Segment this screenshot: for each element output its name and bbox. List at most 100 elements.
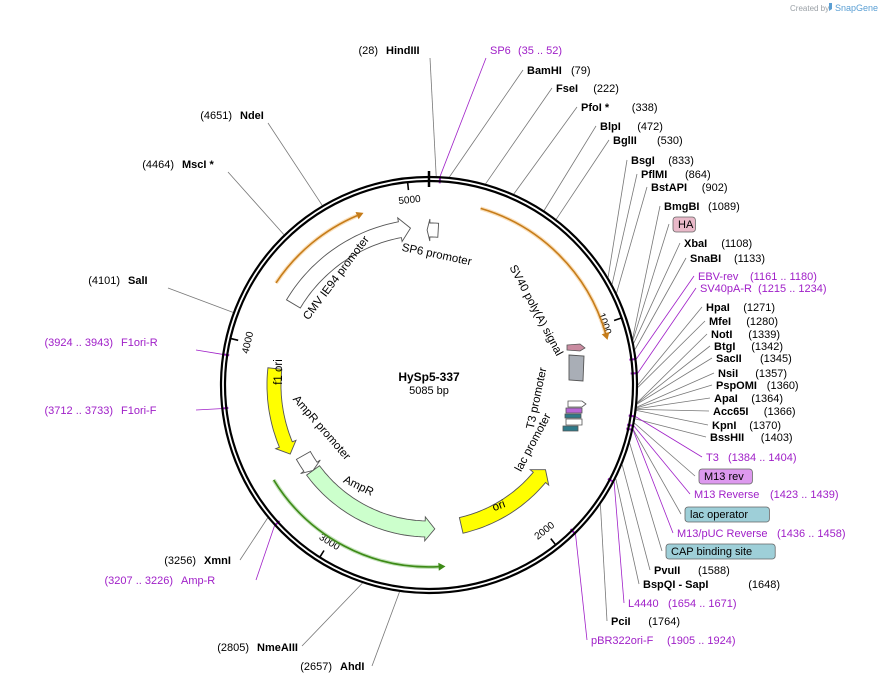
site-name: EBV-rev bbox=[698, 271, 739, 283]
site-label-bamhi[interactable]: BamHI(79) bbox=[527, 65, 591, 77]
tick-mark-3000 bbox=[319, 550, 325, 558]
leader-line bbox=[543, 125, 597, 211]
site-position: (338) bbox=[632, 102, 658, 114]
site-name: NsiI bbox=[718, 368, 738, 380]
feature-box bbox=[672, 216, 696, 233]
site-label-pcii[interactable]: PciI(1764) bbox=[611, 616, 680, 628]
site-label-fsei[interactable]: FseI(222) bbox=[556, 83, 619, 95]
feature-f1-ori bbox=[266, 367, 297, 455]
site-name: pBR322ori-F bbox=[591, 635, 654, 647]
feature-box bbox=[665, 543, 776, 560]
site-name: BstAPI bbox=[651, 182, 687, 194]
leader-line bbox=[239, 517, 269, 561]
site-label-snabi[interactable]: SnaBI(1133) bbox=[690, 253, 765, 265]
site-label-pflmi[interactable]: PflMI(864) bbox=[641, 169, 711, 181]
site-label-f1ori-r[interactable]: (3924 .. 3943)F1ori-R bbox=[45, 337, 158, 349]
site-name: MscI * bbox=[182, 159, 215, 171]
leader-line bbox=[575, 534, 588, 641]
site-name: SalI bbox=[128, 275, 148, 287]
site-label-ha[interactable]: HA bbox=[672, 216, 696, 233]
site-label-blpi[interactable]: BlpI(472) bbox=[600, 121, 663, 133]
leader-line bbox=[634, 257, 687, 350]
site-label-lac-operator[interactable]: lac operator bbox=[684, 506, 770, 523]
site-position: (3712 .. 3733) bbox=[45, 405, 114, 417]
tick-mark-1000 bbox=[613, 317, 622, 322]
site-name: PciI bbox=[611, 616, 631, 628]
site-label-ndei[interactable]: (4651)NdeI bbox=[200, 110, 264, 122]
site-label-pspomi[interactable]: PspOMI(1360) bbox=[716, 380, 799, 392]
site-name: HindIII bbox=[386, 45, 420, 57]
site-position: (1654 .. 1671) bbox=[668, 598, 737, 610]
site-name: BamHI bbox=[527, 65, 562, 77]
site-name: Amp-R bbox=[181, 575, 215, 587]
site-label-hpai[interactable]: HpaI(1271) bbox=[706, 302, 775, 314]
site-label-bsshii[interactable]: BssHII(1403) bbox=[710, 432, 793, 444]
site-name: BssHII bbox=[710, 432, 744, 444]
site-label-amp-r[interactable]: (3207 .. 3226)Amp-R bbox=[105, 575, 216, 587]
site-label-m13-rev[interactable]: M13 rev bbox=[698, 468, 753, 485]
leader-line bbox=[371, 591, 400, 667]
tick-label-4000: 4000 bbox=[240, 330, 256, 355]
site-label-nmeaiii[interactable]: (2805)NmeAIII bbox=[217, 642, 298, 654]
site-label-pvuii[interactable]: PvuII(1588) bbox=[654, 565, 730, 577]
site-name: BlpI bbox=[600, 121, 621, 133]
site-label-ahdi[interactable]: (2657)AhdI bbox=[300, 661, 364, 673]
site-label-pfoi[interactable]: PfoI * (338) bbox=[581, 102, 657, 114]
site-position: (1108) bbox=[721, 238, 752, 250]
feature-box-label: lac operator bbox=[690, 509, 748, 521]
site-label-sp6[interactable]: SP6(35 .. 52) bbox=[490, 45, 562, 57]
leader-line bbox=[636, 397, 711, 410]
feature-box-label: CAP binding site bbox=[671, 546, 752, 558]
leader-line bbox=[195, 408, 222, 411]
site-label-xmni[interactable]: (3256)XmnI bbox=[164, 555, 231, 567]
site-label-pbr322ori-f[interactable]: pBR322ori-F(1905 .. 1924) bbox=[591, 635, 736, 647]
site-name: PfoI * bbox=[581, 102, 610, 114]
site-name: NdeI bbox=[240, 110, 264, 122]
feature-box-label: M13 rev bbox=[704, 471, 744, 483]
site-label-mfei[interactable]: MfeI(1280) bbox=[709, 316, 778, 328]
site-label-xbai[interactable]: XbaI(1108) bbox=[684, 238, 752, 250]
site-label-m13-reverse[interactable]: M13 Reverse(1423 .. 1439) bbox=[694, 489, 839, 501]
site-label-t3[interactable]: T3(1384 .. 1404) bbox=[706, 452, 797, 464]
leader-line bbox=[600, 504, 608, 622]
site-name: PspOMI bbox=[716, 380, 757, 392]
arc-arrowhead bbox=[601, 332, 610, 340]
leader-line bbox=[629, 443, 663, 552]
site-label-nsii[interactable]: NsiI(1357) bbox=[718, 368, 787, 380]
site-name: KpnI bbox=[712, 420, 736, 432]
site-label-bstapi[interactable]: BstAPI(902) bbox=[651, 182, 727, 194]
plasmid-length: 5085 bp bbox=[409, 385, 449, 397]
site-label-f1ori-f[interactable]: (3712 .. 3733) F1ori-F bbox=[45, 405, 157, 417]
site-label-hindiii[interactable]: (28)HindIII bbox=[358, 45, 419, 57]
site-label-l4440[interactable]: L4440 (1654 .. 1671) bbox=[628, 598, 737, 610]
site-label-msci[interactable]: (4464)MscI * bbox=[142, 159, 214, 171]
site-label-bspqi-sapi[interactable]: BspQI - SapI(1648) bbox=[643, 579, 780, 591]
site-label-cap-binding-site[interactable]: CAP binding site bbox=[665, 543, 776, 560]
site-position: (1215 .. 1234) bbox=[758, 283, 827, 295]
feature-box bbox=[698, 468, 753, 485]
site-name: F1ori-F bbox=[121, 405, 157, 417]
site-label-apai[interactable]: ApaI(1364) bbox=[714, 393, 783, 405]
site-label-kpni[interactable]: KpnI(1370) bbox=[712, 420, 781, 432]
site-name: BglII bbox=[613, 135, 637, 147]
site-label-sali[interactable]: (4101)SalI bbox=[88, 275, 147, 287]
site-label-btgi[interactable]: BtgI(1342) bbox=[714, 341, 783, 353]
site-position: (35 .. 52) bbox=[518, 45, 562, 57]
site-name: PflMI bbox=[641, 169, 667, 181]
leader-line bbox=[615, 478, 640, 585]
site-label-ebv-rev[interactable]: EBV-rev(1161 .. 1180) bbox=[698, 271, 817, 283]
site-name: Acc65I bbox=[713, 406, 748, 418]
site-label-bsgi[interactable]: BsgI(833) bbox=[631, 155, 694, 167]
site-label-bmgbi[interactable]: BmgBI(1089) bbox=[664, 201, 740, 213]
site-label-sacii[interactable]: SacII(1345) bbox=[716, 353, 792, 365]
site-label-m13-puc-reverse[interactable]: M13/pUC Reverse(1436 .. 1458) bbox=[677, 528, 846, 540]
site-name: L4440 bbox=[628, 598, 659, 610]
site-label-acc65i[interactable]: Acc65I(1366) bbox=[713, 406, 796, 418]
site-label-noti[interactable]: NotI(1339) bbox=[711, 329, 780, 341]
site-label-sv40pa-r[interactable]: SV40pA-R(1215 .. 1234) bbox=[700, 283, 827, 295]
leader-line bbox=[621, 464, 651, 571]
leader-line bbox=[607, 159, 628, 278]
site-label-bglii[interactable]: BglII(530) bbox=[613, 135, 683, 147]
